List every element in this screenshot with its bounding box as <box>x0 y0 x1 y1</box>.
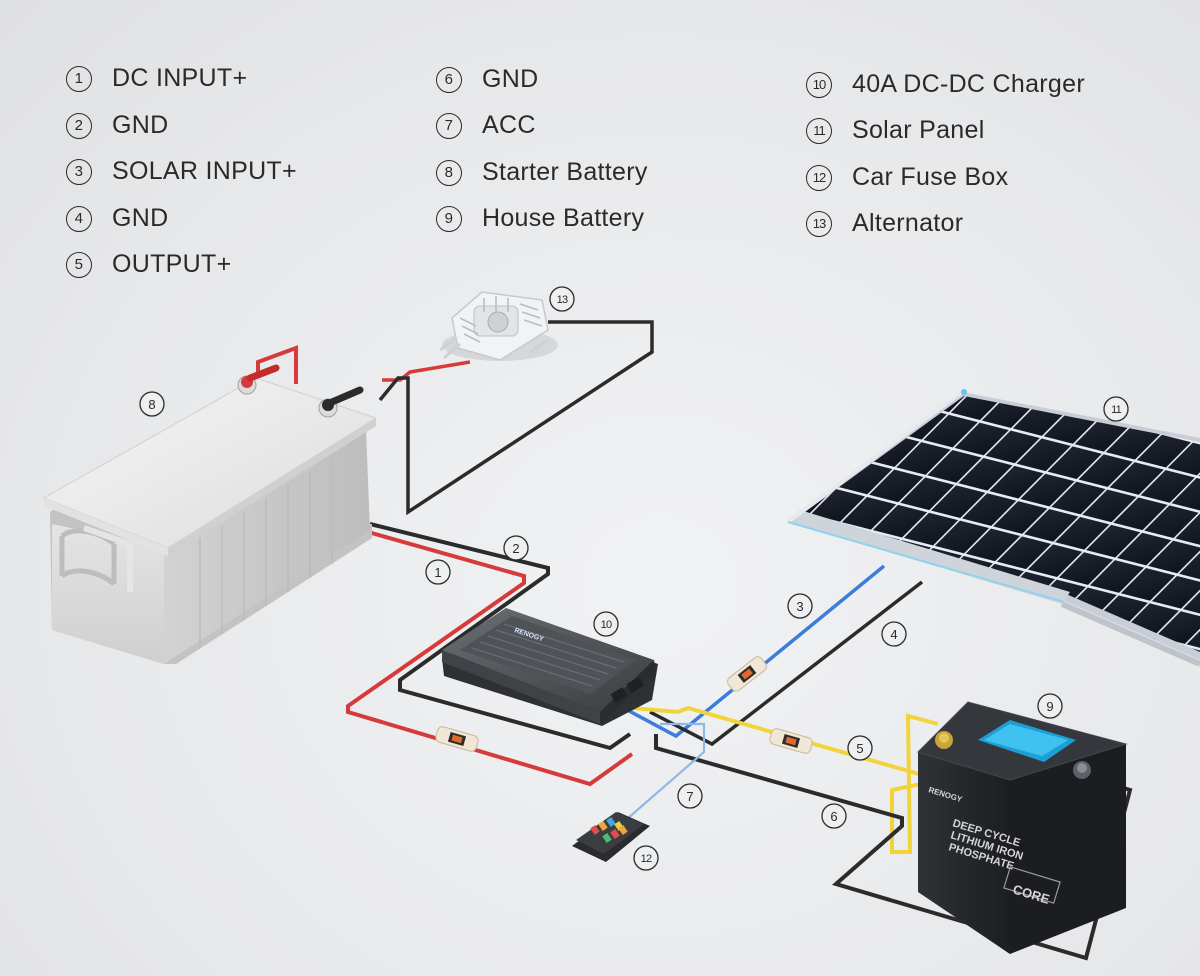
legend-number: 10 <box>806 71 832 98</box>
legend-number: 6 <box>436 66 462 93</box>
legend-item-car-fuse-box: 12 Car Fuse Box <box>806 163 1008 192</box>
callout-13: 13 <box>549 286 575 312</box>
callout-12-label: 12 <box>641 853 652 865</box>
legend-item-solar-input: 3 SOLAR INPUT+ <box>66 157 297 186</box>
callout-10-label: 10 <box>601 619 612 631</box>
callout-4-label: 4 <box>890 627 897 642</box>
wire-acc <box>611 722 706 833</box>
house-battery: RENOGY DEEP CYCLE LITHIUM IRON PHOSPHATE… <box>917 701 1128 954</box>
dcdc-charger: RENOGY <box>442 608 658 726</box>
callout-6-label: 6 <box>830 809 837 824</box>
legend-number: 1 <box>66 65 92 92</box>
callout-6: 6 <box>821 803 847 829</box>
callout-7: 7 <box>677 783 703 809</box>
legend-item-alternator: 13 Alternator <box>806 209 963 238</box>
legend-label: Car Fuse Box <box>852 163 1009 191</box>
callout-2: 2 <box>503 535 529 561</box>
solar-panel <box>786 389 1200 667</box>
legend-label: GND <box>112 111 169 139</box>
callout-10: 10 <box>593 611 619 637</box>
legend-item-acc: 7 ACC <box>436 111 536 140</box>
callout-12: 12 <box>633 845 659 871</box>
callout-1: 1 <box>425 559 451 585</box>
wire-dc-input-positive <box>346 530 634 787</box>
legend-number: 3 <box>66 158 92 185</box>
legend-number: 2 <box>66 112 92 139</box>
callout-5-label: 5 <box>856 741 863 756</box>
legend-item-gnd-6: 6 GND <box>436 65 538 94</box>
wire-solar-positive <box>615 564 886 739</box>
legend-item-starter-battery: 8 Starter Battery <box>436 158 648 187</box>
callout-2-label: 2 <box>512 541 519 556</box>
callout-11-label: 11 <box>1111 404 1122 416</box>
callout-3-label: 3 <box>796 599 803 614</box>
callout-8-label: 8 <box>148 397 155 412</box>
legend-number: 11 <box>806 117 832 144</box>
legend-item-gnd-2: 2 GND <box>66 111 168 140</box>
callout-13-label: 13 <box>557 294 568 306</box>
legend-item-gnd-4: 4 GND <box>66 204 168 233</box>
legend-label: Starter Battery <box>482 158 648 186</box>
legend-item-dcdc-charger: 10 40A DC-DC Charger <box>806 70 1085 99</box>
inline-fuse-solar <box>727 656 767 692</box>
legend-item-output: 5 OUTPUT+ <box>66 250 231 279</box>
legend-item-dc-input: 1 DC INPUT+ <box>66 64 247 93</box>
wire-output-positive <box>631 705 941 854</box>
callout-9-label: 9 <box>1046 699 1053 714</box>
legend-number: 4 <box>66 205 92 232</box>
legend-label: SOLAR INPUT+ <box>112 157 297 185</box>
callout-8: 8 <box>139 391 165 417</box>
legend-number: 12 <box>806 164 832 191</box>
wire-alternator-positive <box>382 360 471 382</box>
callout-3: 3 <box>787 593 813 619</box>
legend-number: 5 <box>66 251 92 278</box>
car-fuse-box <box>572 812 650 862</box>
callout-1-label: 1 <box>434 565 441 580</box>
wire-dc-input-ground <box>369 522 632 751</box>
legend-label: 40A DC-DC Charger <box>852 70 1085 98</box>
alternator <box>439 291 558 361</box>
starter-battery <box>42 364 378 664</box>
legend-item-solar-panel: 11 Solar Panel <box>806 116 985 145</box>
legend-number: 9 <box>436 205 462 232</box>
callout-5: 5 <box>847 735 873 761</box>
legend-label: DC INPUT+ <box>112 64 248 92</box>
legend-label: OUTPUT+ <box>112 250 232 278</box>
callout-4: 4 <box>881 621 907 647</box>
legend-number: 13 <box>806 210 832 237</box>
callout-7-label: 7 <box>686 789 693 804</box>
callout-9: 9 <box>1037 693 1063 719</box>
legend-label: GND <box>112 204 169 232</box>
legend-label: Solar Panel <box>852 116 985 144</box>
inline-fuse-output <box>769 728 813 754</box>
legend-number: 8 <box>436 159 462 186</box>
legend-item-house-battery: 9 House Battery <box>436 204 644 233</box>
legend-label: Alternator <box>852 209 964 237</box>
callout-11: 11 <box>1103 396 1129 422</box>
wire-starter-positive-terminal <box>256 345 298 384</box>
wire-solar-ground <box>649 580 924 747</box>
legend-label: ACC <box>482 111 536 139</box>
inline-fuse-dc <box>435 726 479 752</box>
wire-alternator-ground <box>378 320 654 516</box>
legend-number: 7 <box>436 112 462 139</box>
legend-label: House Battery <box>482 204 645 232</box>
legend-label: GND <box>482 65 539 93</box>
